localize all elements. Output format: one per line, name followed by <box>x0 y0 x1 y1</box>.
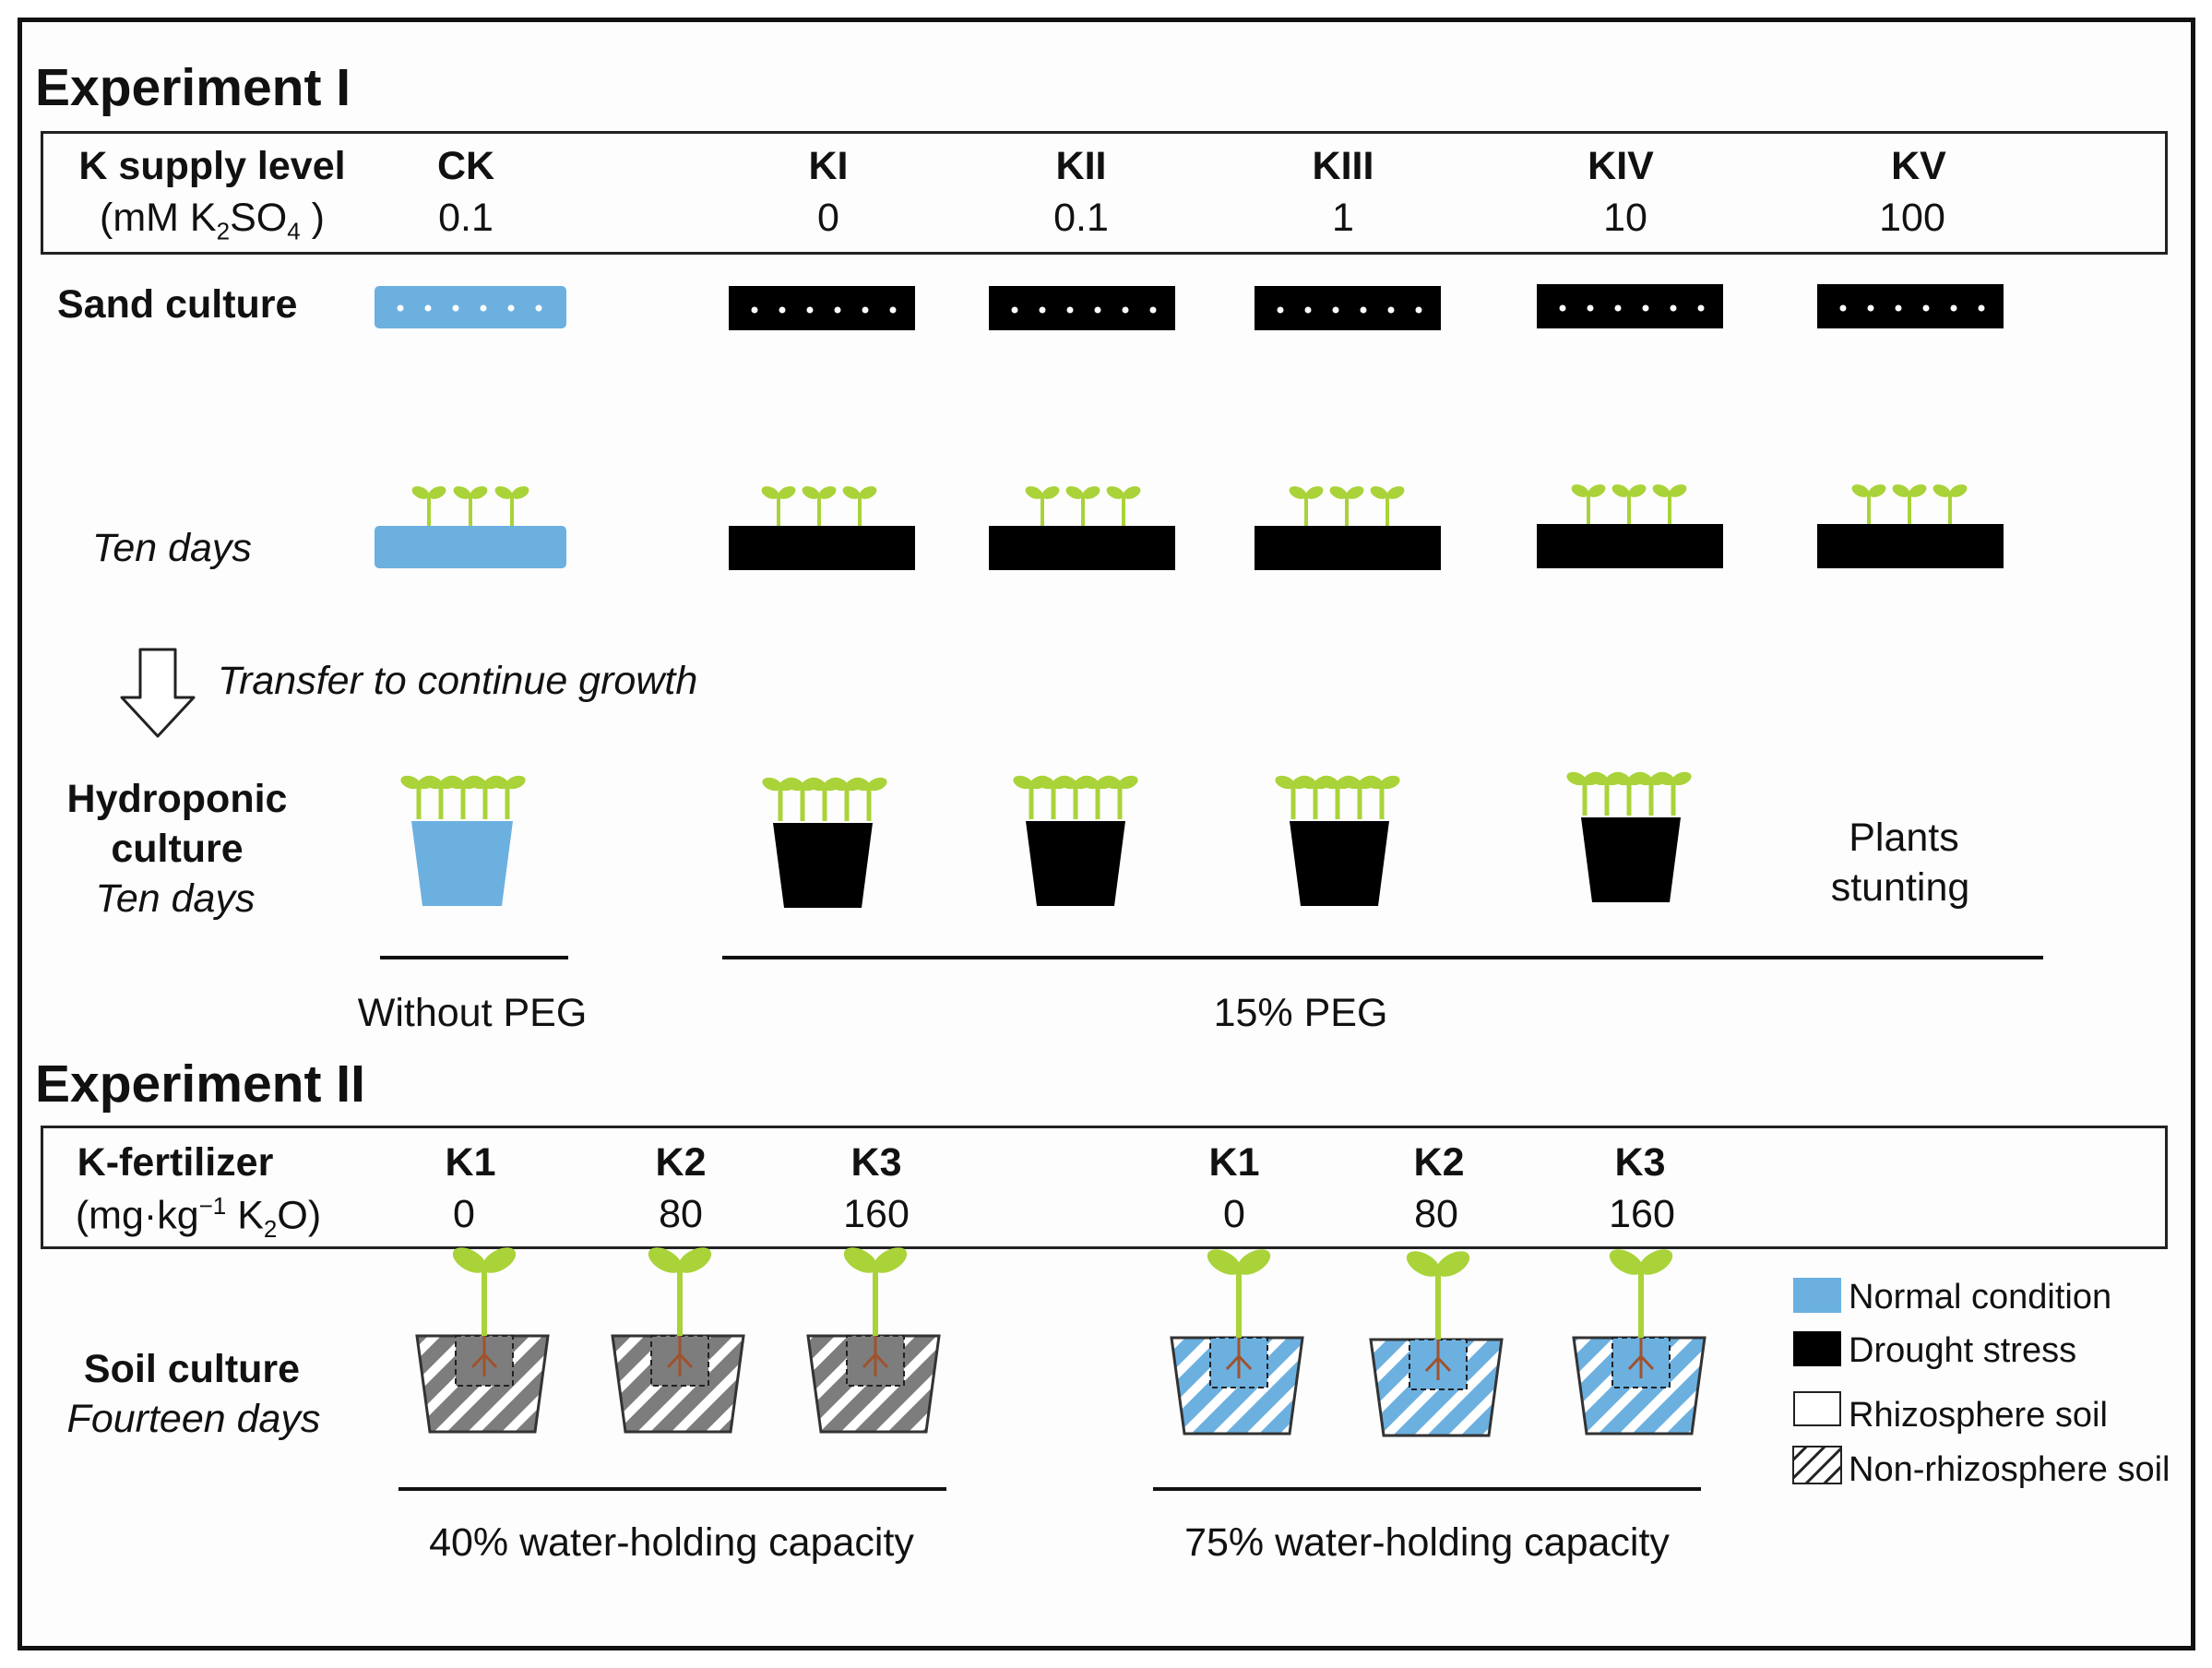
level-name-kii: KII <box>1055 144 1107 188</box>
without-peg-line <box>380 956 568 959</box>
hydro-pot-kiv <box>1564 769 1694 902</box>
whc40-label: 40% water-holding capacity <box>429 1520 914 1565</box>
level-value-ki: 0 <box>817 196 839 240</box>
sand-tray-kiii <box>1255 286 1441 330</box>
fert-name-k3-b: K3 <box>1614 1140 1666 1185</box>
level-name-kiii: KIII <box>1312 144 1374 188</box>
level-value-kv: 100 <box>1879 196 1945 240</box>
sand-tray-kii <box>989 286 1175 330</box>
sand-culture-label: Sand culture <box>57 282 298 327</box>
whc75-label: 75% water-holding capacity <box>1184 1520 1670 1565</box>
hydroponic-label-2: culture <box>111 827 244 871</box>
stunting-label-1: Plants <box>1849 816 1959 860</box>
transfer-label: Transfer to continue growth <box>218 659 698 703</box>
legend-normal-label: Normal condition <box>1849 1278 2112 1317</box>
experiment-1-title: Experiment I <box>35 58 351 117</box>
soil-culture-label: Soil culture <box>83 1347 301 1391</box>
sand-tray-kiv <box>1537 284 1723 328</box>
ten-days-tray-ki <box>729 483 915 570</box>
legend-drought-label: Drought stress <box>1849 1331 2077 1370</box>
fert-name-k1-a: K1 <box>445 1140 496 1185</box>
fert-value-k1-b: 0 <box>1223 1192 1245 1236</box>
hydro-pot-ck <box>398 773 528 906</box>
legend-rhizo-label: Rhizosphere soil <box>1849 1396 2108 1435</box>
ten-days-tray-kiii <box>1255 483 1441 570</box>
level-name-ck: CK <box>436 144 495 188</box>
ten-days-tray-ck <box>375 483 566 568</box>
fert-value-k2-a: 80 <box>659 1192 703 1236</box>
soil-pot-k2-drought <box>611 1242 745 1434</box>
ten-days-tray-kii <box>989 483 1175 570</box>
hydro-pot-kiii <box>1273 773 1402 906</box>
level-value-kii: 0.1 <box>1053 196 1109 240</box>
hydroponic-label-1: Hydroponic <box>66 777 288 821</box>
down-arrow-icon <box>120 648 196 738</box>
soil-pot-k1-drought <box>415 1242 550 1434</box>
ten-days-tray-kiv <box>1537 481 1723 568</box>
hydro-pot-kii <box>1011 773 1140 906</box>
fert-name-k3-a: K3 <box>850 1140 902 1185</box>
legend-normal-swatch <box>1793 1278 1841 1313</box>
level-value-kiii: 1 <box>1332 196 1354 240</box>
experiment-2-title: Experiment II <box>35 1054 365 1114</box>
legend-nonrhizo-swatch <box>1792 1446 1842 1484</box>
sand-tray-ck <box>375 286 566 328</box>
level-name-ki: KI <box>808 144 849 188</box>
fert-value-k1-a: 0 <box>453 1192 475 1236</box>
soil-pot-k3-normal <box>1572 1244 1707 1436</box>
level-name-kiv: KIV <box>1588 144 1654 188</box>
fert-value-k3-b: 160 <box>1609 1192 1675 1236</box>
peg-label: 15% PEG <box>1213 991 1388 1035</box>
k-supply-unit: (mM K2SO4 ) <box>100 196 325 245</box>
fert-name-k2-a: K2 <box>655 1140 707 1185</box>
ten-days-tray-kv <box>1817 481 2004 568</box>
without-peg-label: Without PEG <box>357 991 588 1035</box>
k-fertilizer-unit: (mg·kg−1 K2O) <box>75 1192 322 1243</box>
fert-value-k2-b: 80 <box>1414 1192 1458 1236</box>
k-fertilizer-label: K-fertilizer <box>77 1140 274 1185</box>
level-value-ck: 0.1 <box>438 196 494 240</box>
fert-value-k3-a: 160 <box>843 1192 910 1236</box>
soil-pot-k3-drought <box>806 1242 941 1434</box>
fourteen-days-label: Fourteen days <box>66 1397 321 1441</box>
whc75-line <box>1153 1487 1701 1491</box>
hydroponic-days-label: Ten days <box>95 876 256 921</box>
level-name-kv: KV <box>1891 144 1946 188</box>
fert-name-k2-b: K2 <box>1413 1140 1465 1185</box>
sand-tray-ki <box>729 286 915 330</box>
hydro-pot-ki <box>760 775 889 908</box>
peg-line <box>722 956 2043 959</box>
soil-pot-k1-normal <box>1170 1244 1304 1436</box>
k-supply-header-box <box>41 131 2168 255</box>
legend-drought-swatch <box>1793 1331 1841 1366</box>
legend-rhizo-swatch <box>1793 1391 1841 1426</box>
k-supply-label: K supply level <box>78 144 346 188</box>
level-value-kiv: 10 <box>1603 196 1647 240</box>
k-fertilizer-header-box <box>41 1126 2168 1249</box>
sand-tray-kv <box>1817 284 2004 328</box>
whc40-line <box>398 1487 946 1491</box>
ten-days-label: Ten days <box>92 526 252 570</box>
soil-pot-k2-normal <box>1369 1245 1504 1437</box>
fert-name-k1-b: K1 <box>1208 1140 1260 1185</box>
legend-nonrhizo-label: Non-rhizosphere soil <box>1849 1450 2170 1489</box>
stunting-label-2: stunting <box>1830 865 1970 910</box>
